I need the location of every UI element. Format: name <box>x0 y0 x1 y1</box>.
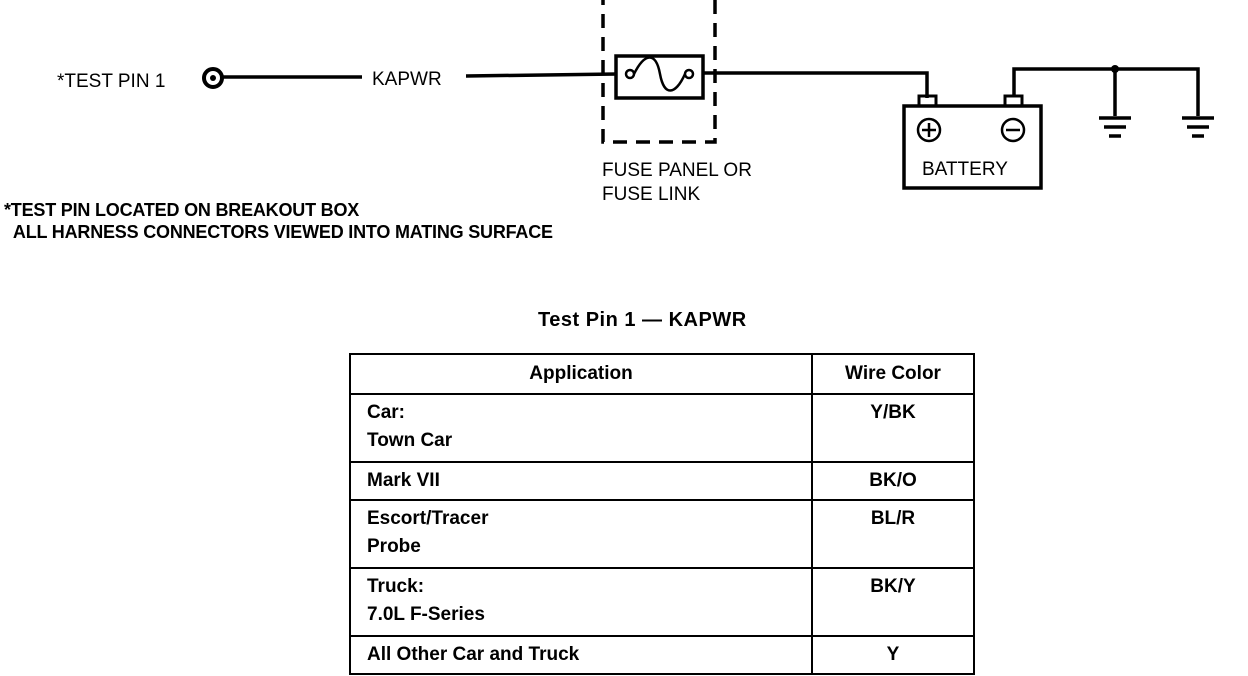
diagram-notes: *TEST PIN LOCATED ON BREAKOUT BOX ALL HA… <box>4 199 553 243</box>
column-header-application: Application <box>349 353 813 395</box>
fuse-label-line-1: FUSE PANEL OR <box>602 160 752 181</box>
application-cell: Mark VII <box>349 461 813 501</box>
table-row: Escort/Tracer Probe BL/R <box>349 499 975 569</box>
application-cell: Truck: 7.0L F-Series <box>349 567 813 637</box>
table-row: Mark VII BK/O <box>349 461 975 501</box>
application-cell: Escort/Tracer Probe <box>349 499 813 569</box>
ground-icon <box>1182 116 1214 138</box>
wire-segment <box>1012 67 1200 116</box>
test-pin-connector-icon <box>202 67 224 89</box>
wire-color-cell: BK/O <box>811 461 975 501</box>
circuit-label-kapwr: KAPWR <box>372 69 442 90</box>
table-title: Test Pin 1 — KAPWR <box>538 309 747 331</box>
wire-color-table: Application Wire Color Car: Town Car Y/B… <box>349 353 975 675</box>
wire-segment <box>702 71 929 98</box>
application-line: Car: <box>367 402 406 423</box>
fuse-label-line-2: FUSE LINK <box>602 184 701 205</box>
table-row: Car: Town Car Y/BK <box>349 393 975 463</box>
application-cell: Car: Town Car <box>349 393 813 463</box>
fuse-icon <box>614 54 705 100</box>
battery-label: BATTERY <box>922 159 1008 180</box>
ground-icon <box>1099 116 1131 138</box>
table-row: Truck: 7.0L F-Series BK/Y <box>349 567 975 637</box>
application-line: Town Car <box>367 430 453 451</box>
note-line: *TEST PIN LOCATED ON BREAKOUT BOX <box>4 200 360 220</box>
note-line: ALL HARNESS CONNECTORS VIEWED INTO MATIN… <box>4 222 553 242</box>
application-line: Escort/Tracer <box>367 508 489 529</box>
battery-icon <box>902 94 1043 190</box>
wire-color-cell: Y/BK <box>811 393 975 463</box>
application-line: All Other Car and Truck <box>367 644 580 665</box>
fuse-panel-boundary <box>601 0 717 144</box>
table-row: All Other Car and Truck Y <box>349 635 975 675</box>
minus-circle-icon <box>1000 117 1026 143</box>
wire-segment <box>465 72 618 78</box>
wire-color-cell: Y <box>811 635 975 675</box>
wire-junction <box>1111 65 1119 73</box>
application-line: Probe <box>367 536 421 557</box>
wire-color-cell: BL/R <box>811 499 975 569</box>
column-header-wire-color: Wire Color <box>811 353 975 395</box>
test-pin-label: *TEST PIN 1 <box>57 71 165 92</box>
plus-circle-icon <box>916 117 942 143</box>
wire-color-cell: BK/Y <box>811 567 975 637</box>
table-header-row: Application Wire Color <box>349 353 975 395</box>
application-line: 7.0L F-Series <box>367 604 485 625</box>
application-cell: All Other Car and Truck <box>349 635 813 675</box>
application-line: Mark VII <box>367 470 440 491</box>
application-line: Truck: <box>367 576 425 597</box>
